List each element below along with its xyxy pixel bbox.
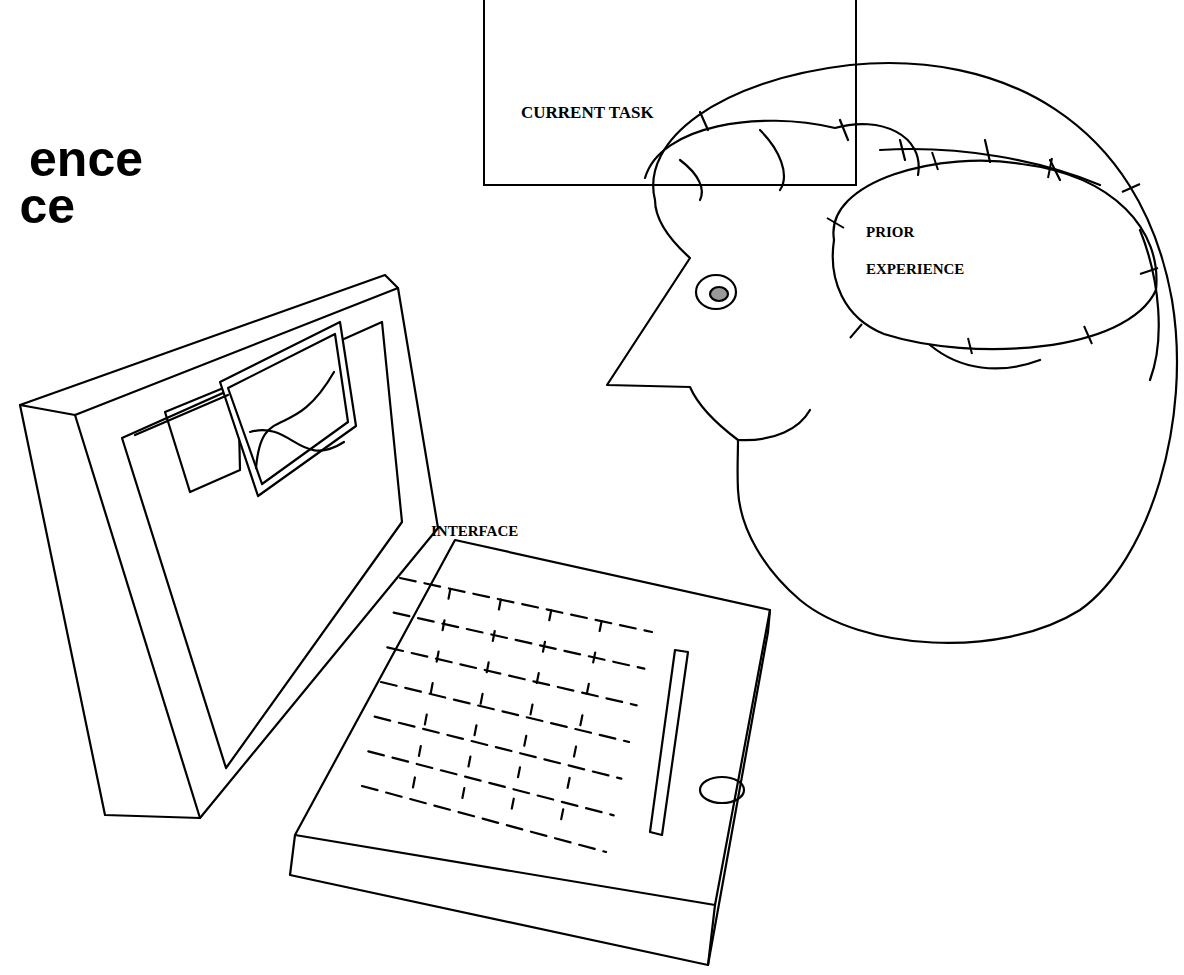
experience-lobe: PRIOR EXPERIENCE [822,148,1167,363]
screen-side [20,405,200,818]
lobe-path [833,161,1157,349]
title-fragment: ce [19,181,75,231]
base-side [708,610,770,965]
node-label: CURRENT TASK [521,103,841,123]
key-column [411,589,451,799]
window-big [220,322,356,496]
brain-fold [680,160,702,200]
key-column [557,621,601,839]
title-fragment: ence [29,134,143,184]
key-row [375,717,622,779]
screen-inner [122,322,402,768]
eye [696,275,736,309]
task-box: CURRENT TASK [483,0,857,186]
base-front [290,835,715,965]
mouth-line [738,410,810,440]
brain-tick [700,112,1060,180]
key-row [400,578,652,632]
part-label: INTERFACE [431,522,518,540]
key-column [508,610,551,825]
brain-fold [1140,230,1159,380]
key-row [394,613,645,669]
head-outline [607,63,1177,643]
lobe-ticks [827,152,1158,354]
graph-curve [250,430,344,451]
graph-curve [256,372,334,468]
trackpad-button [700,777,744,803]
trackpad-bar [650,650,688,835]
key-column [460,600,501,813]
window-big-inner [228,334,348,484]
brain-lobe [645,121,919,178]
keyboard-base [295,540,770,905]
pupil [710,287,728,301]
screen-front [200,288,438,818]
key-row [368,751,613,815]
key-row [387,647,636,705]
node-label: PRIOR EXPERIENCE [866,214,996,288]
key-row [362,786,606,852]
lobe-outline [822,148,1167,363]
brain-fold [760,130,784,190]
brain-fold [880,149,1100,185]
window-line [135,395,228,435]
key-row [381,682,629,742]
key-grid [362,578,652,852]
